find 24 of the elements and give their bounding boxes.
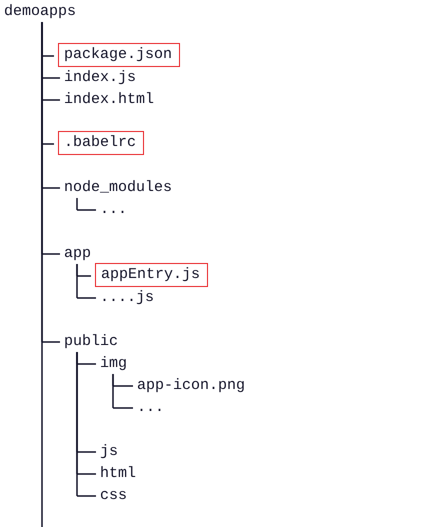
highlight-box [95, 263, 208, 287]
tree-connector [76, 351, 97, 497]
tree-item-label: app-icon.png [137, 375, 246, 397]
tree-item-label: html [100, 463, 136, 485]
tree-connector [76, 263, 97, 299]
tree-item-label: .babelrc [64, 132, 136, 154]
tree-item-label: demoapps [4, 1, 76, 23]
tree-item-label: node_modules [64, 177, 172, 199]
tree-item-label: ... [100, 199, 128, 221]
tree-connector [76, 197, 97, 211]
tree-item-label: appEntry.js [101, 264, 200, 286]
tree-item-label: public [64, 331, 118, 353]
tree-item-label: js [100, 441, 118, 463]
tree-item-label: css [100, 485, 128, 507]
tree-item-label: ... [137, 397, 164, 419]
tree-item-label: ....js [100, 287, 154, 309]
highlight-box [58, 43, 180, 67]
tree-item-label: package.json [64, 44, 172, 66]
tree-item-label: img [100, 353, 128, 375]
tree-item-label: app [64, 243, 92, 265]
tree-connector [112, 373, 134, 409]
highlight-box [58, 131, 144, 155]
tree-item-label: index.html [64, 89, 154, 111]
tree-item-label: index.js [64, 67, 136, 89]
